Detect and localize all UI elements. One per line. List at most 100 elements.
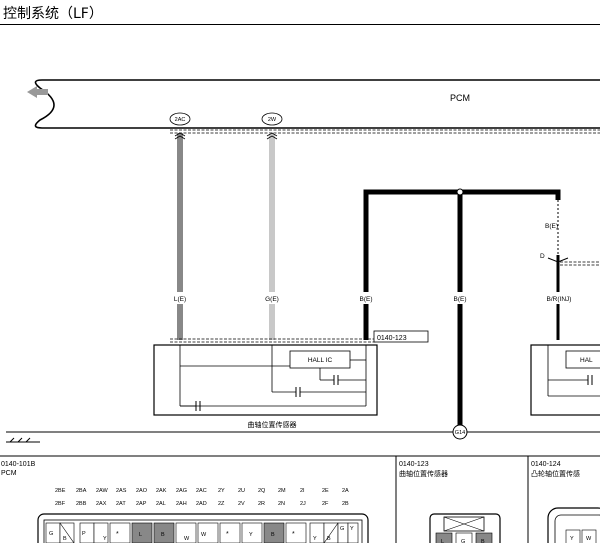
pin-label: 2M (278, 488, 286, 494)
cell (475, 532, 493, 543)
sensor1-connector-box (373, 330, 429, 343)
panel1-name: PCM (1, 470, 17, 477)
cell-label: B (161, 532, 165, 538)
cell (219, 522, 241, 543)
cell-label: G (49, 531, 53, 537)
pin-label: 2BE (55, 488, 66, 494)
cell (197, 522, 219, 543)
pin-label: 2AH (176, 501, 187, 507)
cell-label: Y (350, 526, 354, 532)
wire-label-bg (446, 292, 474, 304)
arrow-left-icon (27, 86, 48, 98)
cell (131, 522, 153, 543)
sensor1-name: 曲轴位置传感器 (248, 420, 297, 429)
wire-label-bg (352, 292, 380, 304)
cell (285, 522, 307, 543)
pin-label: 2AC (196, 488, 207, 494)
cell-label: W (201, 532, 207, 538)
wire-label-bg (536, 292, 582, 304)
wire-label-b-r-inj: B/R(INJ) (547, 296, 572, 303)
wire-label-l-e: L(E) (174, 296, 186, 303)
pin-2ac (169, 112, 191, 126)
cell (565, 529, 581, 543)
pin-row-bottom: 2BF 2BB 2AX 2AT 2AP 2AL 2AH 2AD 2Z 2V 2R… (55, 501, 349, 507)
ground-icon (6, 437, 40, 443)
pin-label: 2AK (156, 488, 167, 494)
splice-point (456, 188, 464, 196)
pin-label: 2AD (196, 501, 207, 507)
cell-label: G (461, 539, 465, 543)
pin-2ac-label: 2AC (175, 117, 186, 123)
cell (435, 532, 453, 543)
cell-label: G (340, 526, 344, 532)
capacitor-icon (295, 387, 301, 397)
ground-point (452, 424, 468, 440)
cell-label: W (586, 536, 592, 542)
junction-label-d: D (540, 253, 545, 260)
cell (263, 522, 285, 543)
hall-ic-label-2: HAL (580, 357, 593, 364)
ground-label: G14 (455, 430, 465, 436)
wire-label-g-e: G(E) (265, 296, 279, 303)
chevron-icon (174, 132, 186, 140)
sensor1-body (153, 344, 378, 416)
pcm-block-outline (34, 79, 600, 129)
cell-label: * (226, 531, 229, 538)
cell-label: Y (249, 532, 253, 538)
cell (241, 522, 263, 543)
pin-label: 2AS (116, 488, 127, 494)
cell-label: * (292, 531, 295, 538)
wire-label-b-e-3: B(E) (545, 223, 558, 230)
panel1-code: 0140-101B (1, 461, 36, 468)
pin-label: 2I (300, 488, 305, 494)
panel3-name: 凸轮轴位置传感 (531, 469, 580, 478)
junction-d-mark (547, 257, 569, 263)
pin-label: 2BB (76, 501, 87, 507)
pin-label: 2AG (176, 488, 187, 494)
pin-label: 2AT (116, 501, 126, 507)
cell (175, 522, 197, 543)
pin-label: 2B (342, 501, 349, 507)
cell-label: L (441, 539, 444, 543)
connector3-inner (554, 514, 600, 543)
sensor2-body (530, 344, 600, 416)
pin-label: 2AX (96, 501, 107, 507)
pin-label: 2BA (76, 488, 87, 494)
pin-2w-label: 2W (268, 117, 277, 123)
pin-label: 2AW (96, 488, 109, 494)
cell-label: B (63, 536, 67, 542)
cell (153, 522, 175, 543)
pin-label: 2Z (218, 501, 225, 507)
pin-label: 2E (322, 488, 329, 494)
panel2-code: 0140-123 (399, 461, 429, 468)
latch-cross (443, 516, 485, 532)
hall-ic-box-2 (565, 350, 600, 369)
pin-label: 2A (342, 488, 349, 494)
hall-ic-label: HALL IC (308, 357, 333, 364)
capacitor-icon (333, 375, 339, 385)
panel3-code: 0140-124 (531, 461, 561, 468)
cell (581, 529, 597, 543)
capacitor-icon (195, 401, 201, 411)
page-header: 控制系统（LF） (0, 0, 600, 25)
connector-inner (43, 519, 363, 543)
pin-label: 2AO (136, 488, 148, 494)
cell-label: Y (570, 536, 574, 542)
pin-label: 2N (278, 501, 285, 507)
cell-label: P (82, 531, 86, 537)
cell-label: B (271, 532, 275, 538)
pin-row-top: 2BE 2BA 2AW 2AS 2AO 2AK 2AG 2AC 2Y 2U 2Q… (55, 488, 349, 494)
pin-label: 2Y (218, 488, 225, 494)
cell-label: * (116, 531, 119, 538)
cell-hatch (59, 522, 339, 543)
pcm-block-label: PCM (450, 93, 470, 103)
sensor1-connector: 0140-123 (377, 335, 407, 342)
wire-label-bg (258, 292, 286, 304)
pin-label: 2Q (258, 488, 266, 494)
chevron-icon (266, 132, 278, 140)
connector2-outline (429, 513, 501, 543)
pin-label: 2BF (55, 501, 66, 507)
pin-label: 2U (238, 488, 245, 494)
cell-label: L (139, 532, 142, 538)
